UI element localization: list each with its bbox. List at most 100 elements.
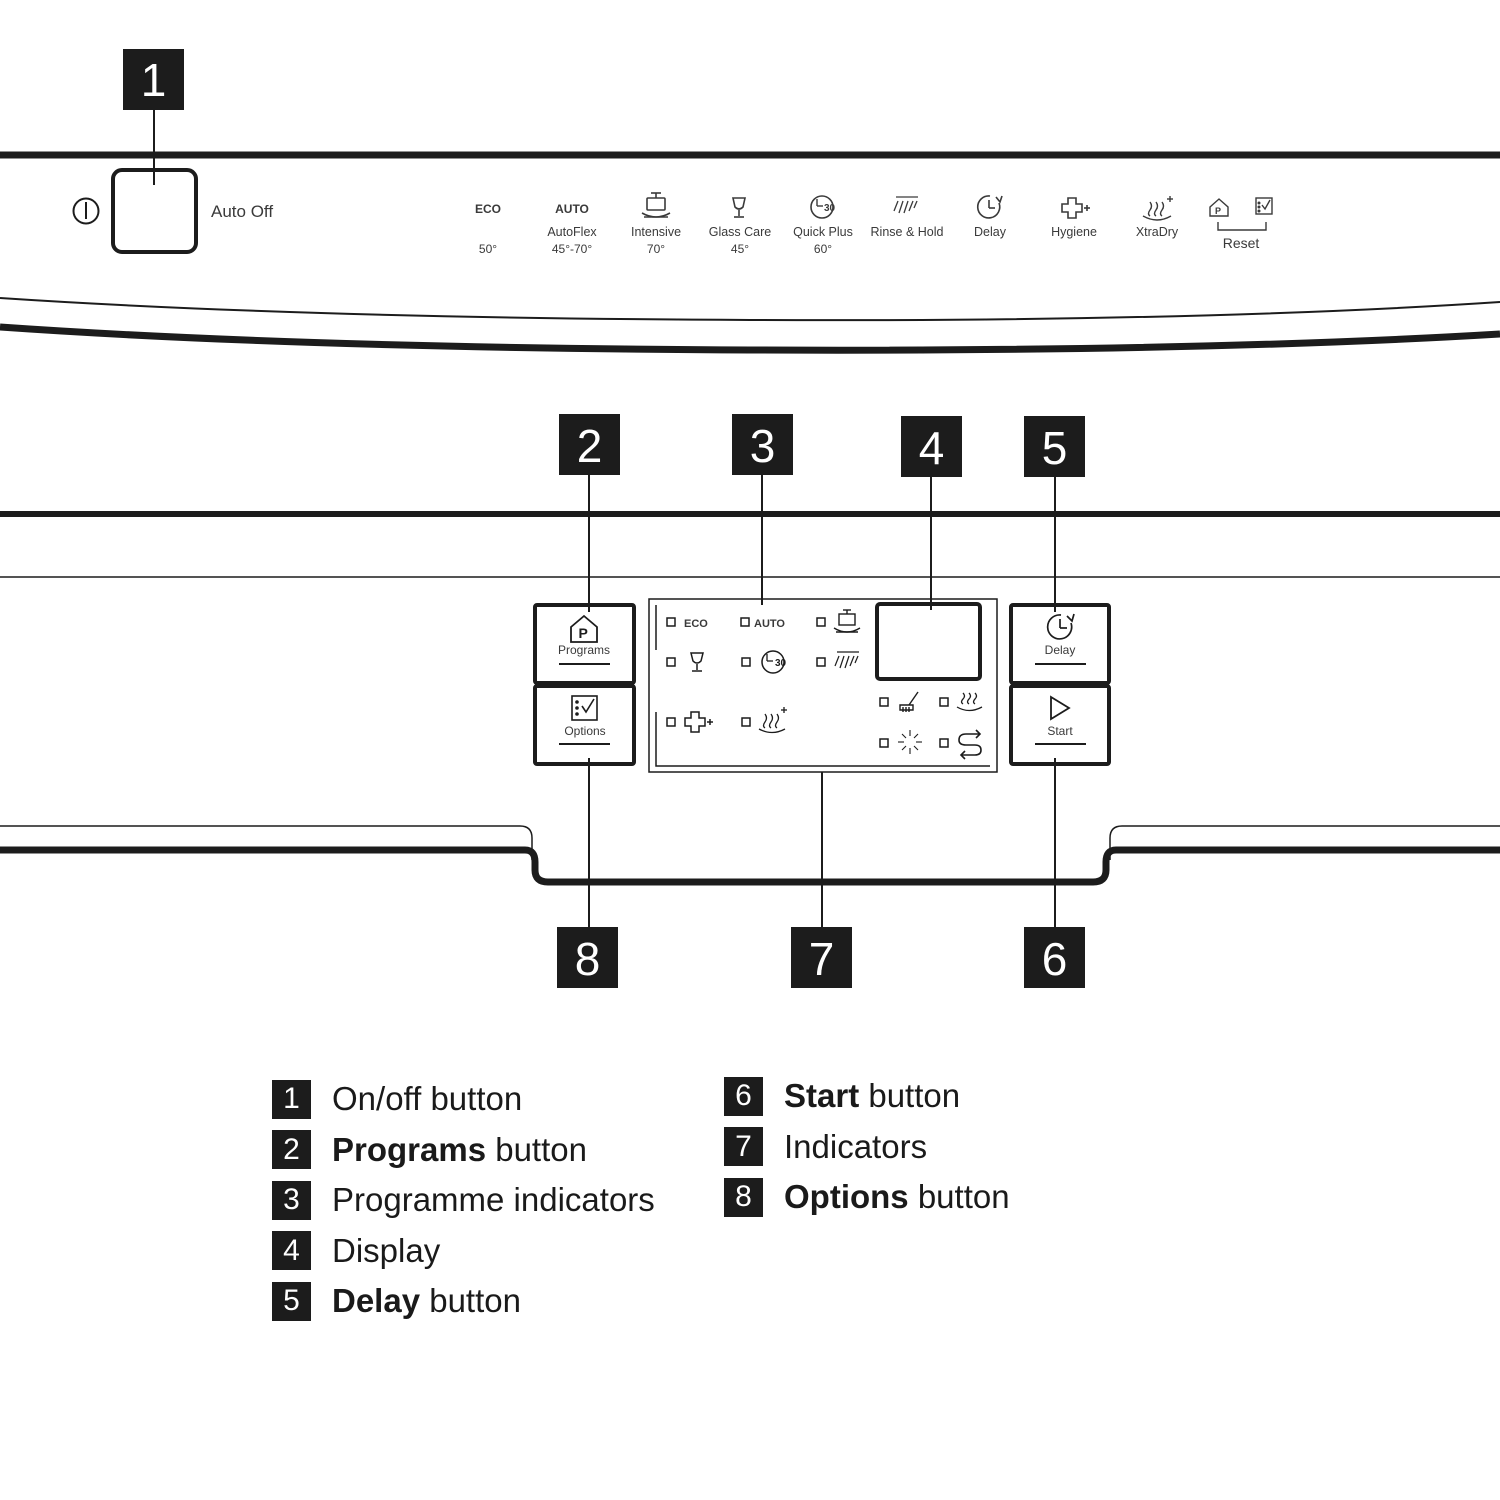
callout-7: 7 <box>791 927 852 988</box>
svg-text:P: P <box>1215 206 1221 216</box>
cycle-arrows-icon <box>958 729 982 760</box>
callout-4: 4 <box>901 416 962 477</box>
svg-text:30: 30 <box>824 203 836 214</box>
legend-text: Display <box>332 1231 441 1269</box>
indicator-quick: 30 <box>741 650 787 674</box>
delay-label: Delay <box>974 225 1007 239</box>
xtradry-label: XtraDry <box>1136 225 1179 239</box>
legend-item-3: 3 Programme indicators <box>272 1175 655 1226</box>
indicator-machine-care <box>939 729 982 760</box>
svg-text:1: 1 <box>141 54 167 106</box>
legend-bold-text: Programs <box>332 1130 487 1168</box>
legend-text: button <box>859 1077 961 1115</box>
start-button[interactable]: Start <box>1009 684 1111 766</box>
quick-plus-temp: 60° <box>814 242 832 256</box>
indicator-hygiene <box>666 711 713 733</box>
steam-icon <box>956 692 983 712</box>
salt-sparkle-icon <box>898 730 922 754</box>
glass-care-label: Glass Care <box>709 225 772 239</box>
quick-30-icon: 30 <box>761 650 787 674</box>
options-button[interactable]: Options <box>533 684 636 766</box>
programs-button-label: Programs <box>558 643 610 657</box>
xtradry-steam-icon <box>1142 196 1173 221</box>
power-icon <box>72 197 100 225</box>
top-panel-curve-thick <box>0 323 1500 354</box>
legend-text: button <box>908 1178 1010 1216</box>
brush-icon <box>899 691 919 712</box>
hygiene-cross-icon <box>1061 197 1090 219</box>
reset-label: Reset <box>1223 235 1260 251</box>
svg-text:2: 2 <box>577 420 603 472</box>
callout-1: 1 <box>123 49 184 110</box>
callout-2: 2 <box>559 414 620 475</box>
options-button-label: Options <box>564 724 605 738</box>
display-screen <box>875 602 982 681</box>
legend-number: 5 <box>272 1281 311 1321</box>
hygiene-cross-icon <box>684 711 713 733</box>
legend-number: 6 <box>724 1076 763 1116</box>
legend-text: Indicators <box>784 1127 928 1165</box>
handle-outline-thin <box>0 825 1500 860</box>
door-panel <box>0 511 1500 886</box>
delay-clock-icon <box>1046 613 1075 640</box>
intensive-pot-icon <box>833 609 861 633</box>
glass-care-temp: 45° <box>731 242 749 256</box>
indicator-auto: AUTO <box>740 617 785 630</box>
intensive-temp: 70° <box>647 242 665 256</box>
auto-off-label: Auto Off <box>211 202 273 221</box>
intensive-label: Intensive <box>631 225 681 239</box>
reset-options-icon <box>1255 197 1273 215</box>
rinse-spray-icon <box>893 196 918 214</box>
legend-bold-text: Delay <box>332 1282 421 1320</box>
delay-clock-icon <box>976 195 1003 219</box>
indicator-salt <box>879 730 922 754</box>
xtradry-steam-icon <box>758 707 787 734</box>
autoflex-label: AutoFlex <box>547 225 597 239</box>
start-play-icon <box>1050 695 1071 721</box>
legend-text: button <box>420 1282 521 1320</box>
indicator-rinse-aid <box>879 691 919 712</box>
svg-text:ECO: ECO <box>684 618 708 630</box>
legend-text: Programme indicators <box>332 1181 655 1219</box>
indicator-intensive <box>816 609 861 633</box>
svg-text:8: 8 <box>575 933 601 985</box>
quick-30-icon: 30 <box>810 195 836 219</box>
indicator-dry <box>939 692 983 712</box>
top-panel: Auto Off ECO 50° AUTO AutoFlex 45°-70° I… <box>0 151 1500 354</box>
reset-bracket <box>1217 222 1267 231</box>
indicator-xtradry <box>741 707 787 734</box>
legend: 1 On/off button 2 Programs button 3 Prog… <box>272 1074 1232 1334</box>
svg-text:5: 5 <box>1042 422 1068 474</box>
indicator-rinse <box>816 651 859 669</box>
legend-text: On/off button <box>332 1080 523 1118</box>
svg-text:AUTO: AUTO <box>754 618 785 630</box>
delay-button-label: Delay <box>1045 643 1076 657</box>
indicator-glass <box>666 652 704 672</box>
rinse-spray-icon <box>834 651 859 669</box>
eco-symbol: ECO <box>475 202 501 216</box>
callout-5: 5 <box>1024 416 1085 477</box>
glass-icon <box>732 197 746 218</box>
intensive-pot-icon <box>641 192 671 218</box>
indicator-panel: ECO AUTO <box>648 598 998 773</box>
callout-leaders <box>153 110 1056 928</box>
auto-symbol: AUTO <box>555 202 589 216</box>
legend-item-7: 7 Indicators <box>724 1122 1010 1173</box>
eco-temp: 50° <box>479 242 497 256</box>
svg-text:30: 30 <box>775 658 787 669</box>
top-panel-curve-thin <box>0 297 1500 322</box>
options-checklist-icon <box>571 695 598 721</box>
rinse-hold-label: Rinse & Hold <box>871 225 944 239</box>
delay-button[interactable]: Delay <box>1009 603 1111 685</box>
legend-item-8: 8 Options button <box>724 1172 1010 1223</box>
legend-number: 2 <box>272 1130 311 1170</box>
legend-bold-text: Options <box>784 1178 909 1216</box>
callout-3: 3 <box>732 414 793 475</box>
programs-house-icon: P <box>570 614 598 643</box>
callout-8: 8 <box>557 927 618 988</box>
autoflex-temp: 45°-70° <box>552 242 592 256</box>
programs-button[interactable]: P Programs <box>533 603 636 685</box>
svg-text:7: 7 <box>809 933 835 985</box>
reset-programs-icon: P <box>1209 198 1229 217</box>
